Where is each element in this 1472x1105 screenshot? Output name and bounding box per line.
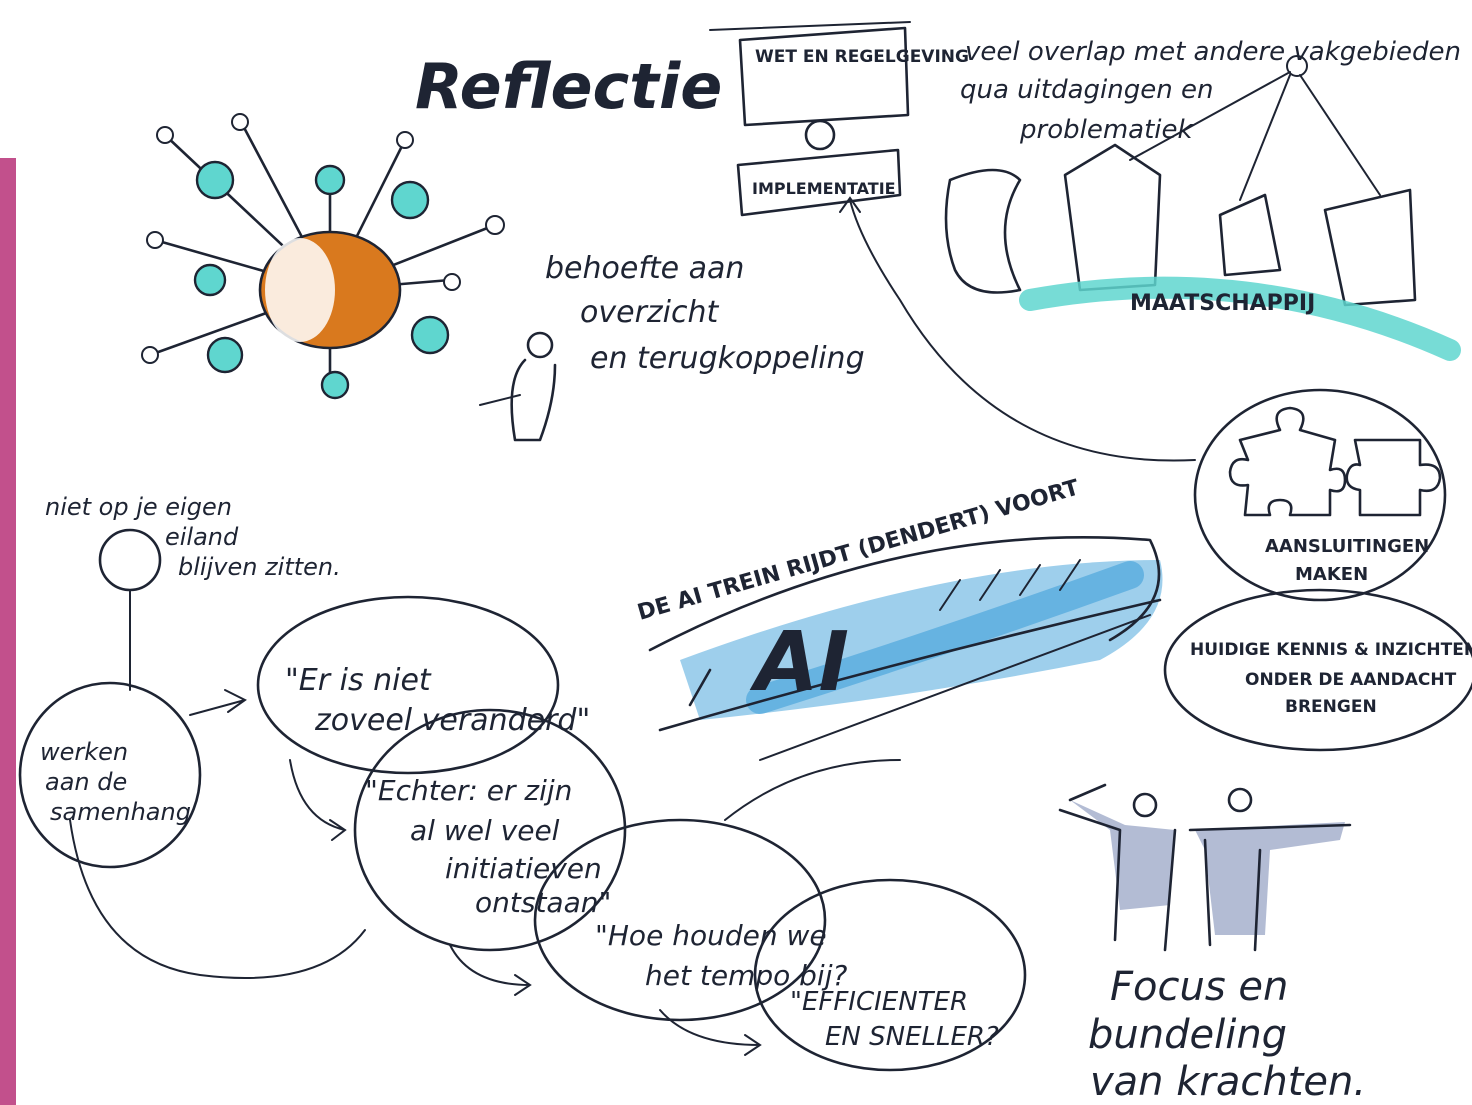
quote3-text: "Hoe houden we het tempo bij? [595,919,847,992]
network-hub-icon [141,113,505,400]
wet-en-regelgeving-box: WET EN REGELGEVING [709,21,969,127]
overlap-text: veel overlap met andere vakgebieden qua … [960,37,1469,145]
quote4-text: "EFFICIENTER EN SNELLER? [790,987,999,1052]
quote-bubble-2 [353,708,627,952]
wet-label: WET EN REGELGEVING [755,47,969,67]
two-people-pointing-icon [1058,783,1352,952]
title: Reflectie [415,50,722,123]
quote-bubble-3 [533,818,827,1022]
samenhang-text: werken aan de samenhang [40,738,191,826]
implementatie-label: IMPLEMENTATIE [752,179,896,198]
quote2-text: "Echter: er zijn al wel veel initiatieve… [365,774,611,919]
maatschappij-label: MAATSCHAPPIJ [1130,291,1315,316]
maatschappij-buildings-icon: MAATSCHAPPIJ [944,143,1461,361]
person-thinking-icon [479,331,557,442]
connector-circle [804,119,836,151]
quote1-text: "Er is niet zoveel veranderd" [285,663,590,738]
behoefte-text: behoefte aan overzicht en terugkoppeling [545,251,865,376]
aansluitingen-text: AANSLUITINGEN MAKEN [1265,536,1436,585]
ai-label: AI [749,615,849,710]
accent-side-bar [0,158,16,1105]
focus-text: Focus en bundeling van krachten. [1088,964,1366,1105]
quote-bubble-1 [256,595,560,775]
samenhang-ellipse [18,681,202,869]
ai-train-icon: AI [648,536,1163,761]
person-island-icon [98,528,162,592]
kennis-text: HUIDIGE KENNIS & INZICHTEN ONDER DE AAND… [1190,640,1472,717]
quote-bubble-4 [753,878,1027,1072]
aansluitingen-circle [1193,388,1447,602]
kennis-ellipse [1163,588,1472,752]
light-source-circle [1286,55,1308,77]
eiland-text: niet op je eigen eiland blijven zitten. [45,493,341,581]
implementatie-box: IMPLEMENTATIE [736,148,902,217]
puzzle-pieces-icon [1228,406,1442,517]
